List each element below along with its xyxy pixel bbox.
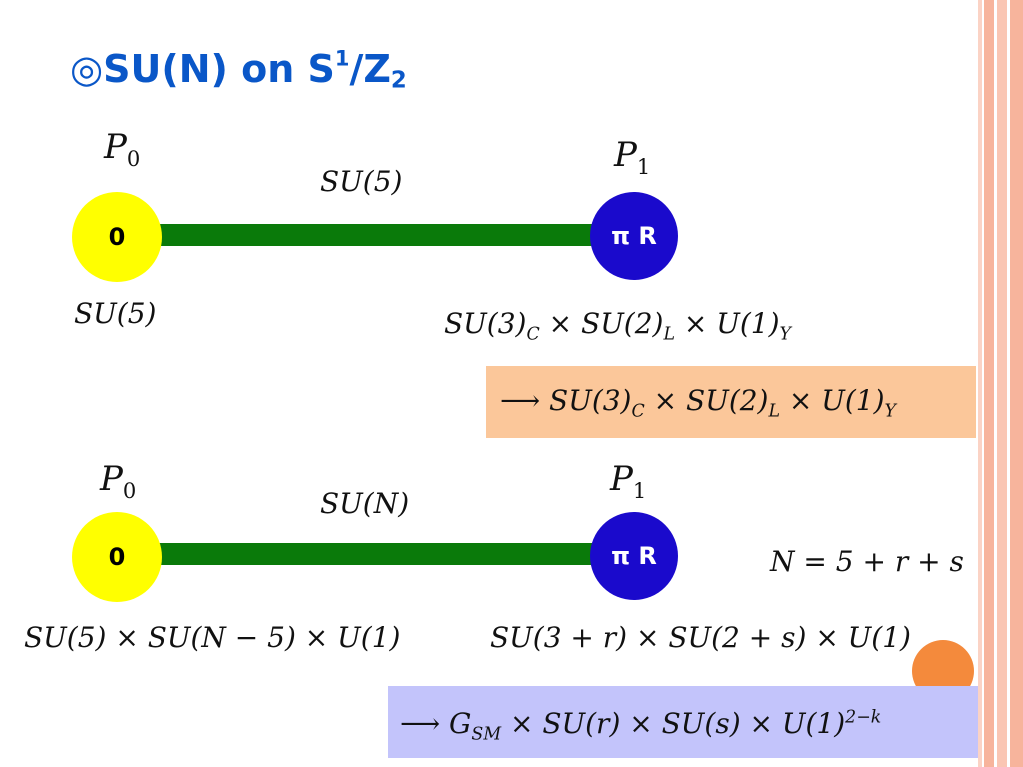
decor-stripe-1 — [978, 0, 982, 767]
d2-left-group: SU(5) × SU(N − 5) × U(1) — [24, 621, 401, 654]
d1-result: ⟶ SU(3)C × SU(2)L × U(1)Y — [500, 384, 897, 422]
d1-right-group: SU(3)C × SU(2)L × U(1)Y — [444, 307, 791, 345]
slide-title: ◎SU(N) on S1/Z2 — [70, 46, 407, 94]
d1-bulk-group: SU(5) — [320, 165, 403, 198]
d2-right-node: π R — [590, 512, 678, 600]
d1-left-node: 0 — [72, 192, 162, 282]
d2-left-node: 0 — [72, 512, 162, 602]
d2-result: ⟶ GSM × SU(r) × SU(s) × U(1)2−k — [400, 707, 882, 745]
decor-stripe-3 — [997, 0, 1007, 767]
decor-stripe-2 — [984, 0, 994, 767]
d2-bulk-group: SU(N) — [320, 487, 410, 520]
decor-stripe-4 — [1010, 0, 1023, 767]
d2-result-box — [388, 686, 978, 758]
d2-point-p0: P0 — [100, 459, 137, 503]
d2-bulk-bar — [150, 543, 620, 565]
d2-right-group: SU(3 + r) × SU(2 + s) × U(1) — [490, 621, 911, 654]
d1-right-node: π R — [590, 192, 678, 280]
d1-point-p1: P1 — [614, 135, 651, 179]
d1-left-group: SU(5) — [74, 297, 157, 330]
d1-result-box — [486, 366, 976, 438]
d1-point-p0: P0 — [104, 127, 141, 171]
d2-point-p1: P1 — [610, 459, 647, 503]
d2-relation: N = 5 + r + s — [770, 545, 964, 578]
d1-bulk-bar — [150, 224, 620, 246]
